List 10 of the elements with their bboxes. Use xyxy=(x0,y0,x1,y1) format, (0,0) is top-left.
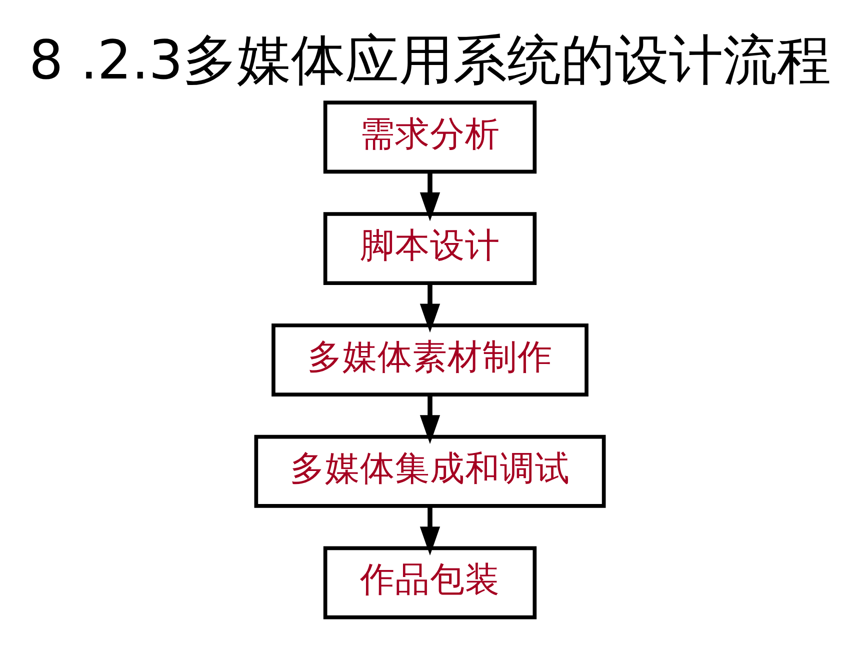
node-box: 需求分析 xyxy=(323,100,537,174)
arrow xyxy=(420,394,440,444)
node-box: 多媒体素材制作 xyxy=(272,323,588,396)
arrow xyxy=(420,172,440,222)
arrow xyxy=(420,506,440,556)
arrow xyxy=(420,283,440,333)
node-box: 多媒体集成和调试 xyxy=(254,434,606,508)
node-box: 作品包装 xyxy=(323,546,537,620)
diagram-title: 8 .2.3多媒体应用系统的设计流程 xyxy=(29,28,831,92)
node-box: 脚本设计 xyxy=(323,212,537,286)
